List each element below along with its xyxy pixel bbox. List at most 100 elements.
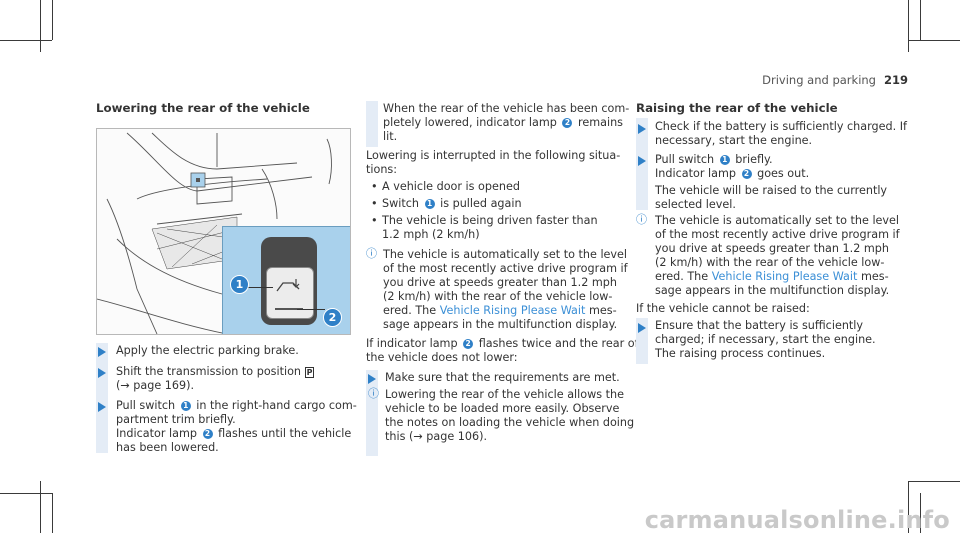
badge-2: 2 <box>202 429 213 439</box>
mid-note2-2: vehicle to be loaded more easily. Observ… <box>385 402 620 415</box>
mid-bullet-2-rest: is pulled again <box>440 197 522 210</box>
mid-bullet-3: The vehicle is being driven faster than <box>371 214 598 229</box>
cargo-drawing <box>97 132 332 334</box>
left-section-title: Lowering the rear of the vehicle <box>96 101 310 115</box>
vehicle-lower-icon <box>276 279 300 292</box>
step-arrow-icon <box>638 323 646 333</box>
mid-note1-6: sage appears in the multifunction displa… <box>383 318 618 331</box>
mid-intro-2a: pletely lowered, indicator lamp <box>383 116 557 129</box>
vehicle-rising-message: Vehicle Rising Please Wait <box>439 304 586 317</box>
badge-1: 1 <box>424 199 435 209</box>
mid-note1-1: The vehicle is automatically set to the … <box>383 248 628 261</box>
header-section: Driving and parking <box>762 73 876 87</box>
badge-1: 1 <box>719 155 730 165</box>
mid-intro-3: lit. <box>383 130 398 143</box>
crop-mark <box>908 481 909 533</box>
mid-flash-2: the vehicle does not lower: <box>366 351 518 364</box>
left-step-2-ref: (→ page 169). <box>116 379 195 392</box>
mid-note1-5b: mes- <box>588 304 617 317</box>
badge-2: 2 <box>562 118 573 128</box>
mid-intro-2b: remains <box>577 116 624 129</box>
mid-note2-3: the notes on loading the vehicle when do… <box>385 416 635 429</box>
left-step-3: Pull switch 1 in the right-hand cargo co… <box>116 399 357 414</box>
right-n1-4: (2 km/h) with the rear of the vehicle lo… <box>655 256 885 269</box>
page-number: 219 <box>883 73 908 87</box>
right-n1-6: sage appears in the multifunction displa… <box>655 284 890 297</box>
badge-2: 2 <box>741 169 752 179</box>
mid-interrupt-1: Lowering is interrupted in the following… <box>366 149 621 162</box>
mid-flash-1: If indicator lamp 2 flashes twice and th… <box>366 337 639 352</box>
callout-2: 2 <box>323 308 342 327</box>
step-arrow-icon <box>638 156 646 166</box>
mid-intro-1: When the rear of the vehicle has been co… <box>383 102 630 115</box>
mid-note1-5a: ered. The <box>383 304 437 317</box>
info-icon: ⓘ <box>368 387 379 400</box>
right-n1-5b: mes- <box>860 270 889 283</box>
callout-line-1 <box>243 287 273 288</box>
left-step-3-line4: has been lowered. <box>116 441 219 454</box>
left-step-3-text: Pull switch <box>116 399 176 412</box>
left-step-2-text: Shift the transmission to position <box>116 365 302 378</box>
mid-bullet-1: A vehicle door is opened <box>371 180 520 195</box>
mid-bullet-2: Switch 1 is pulled again <box>371 197 522 212</box>
mid-step-ensure: Make sure that the requirements are met. <box>385 371 620 384</box>
right-n1-3: you drive at speeds greater than 1.2 mph <box>655 242 889 255</box>
mid-note2-1: Lowering the rear of the vehicle allows … <box>385 388 625 401</box>
left-step-3-rest: in the right-hand cargo com- <box>196 399 357 412</box>
step-arrow-icon <box>368 374 376 384</box>
crop-mark <box>920 493 921 533</box>
step-arrow-icon <box>98 347 106 357</box>
gear-p-symbol: P <box>304 367 315 378</box>
right-s2-1b: briefly. <box>735 153 773 166</box>
right-s2-2: Indicator lamp 2 goes out. <box>655 167 809 182</box>
left-step-3-lamp: Indicator lamp <box>116 427 197 440</box>
crop-mark <box>908 40 960 41</box>
mid-flash-1a: If indicator lamp <box>366 337 458 350</box>
right-s1-2: necessary, start the engine. <box>655 134 813 147</box>
running-header: Driving and parking 219 <box>762 73 908 88</box>
crop-mark <box>920 0 921 40</box>
middle-step-bar <box>366 370 378 456</box>
watermark: carmanualsonline.info <box>644 505 950 534</box>
crop-mark <box>908 481 960 482</box>
right-s3-1: Ensure that the battery is sufficiently <box>655 319 864 332</box>
right-s3-3: The raising process continues. <box>655 347 826 360</box>
mid-bullet-2-text: Switch <box>382 197 419 210</box>
callout-line-2 <box>297 309 325 310</box>
mid-note2-4: this (→ page 106). <box>385 430 488 443</box>
mid-note1-5: ered. The Vehicle Rising Please Wait mes… <box>383 304 617 319</box>
mid-intro-2: pletely lowered, indicator lamp 2 remain… <box>383 116 623 131</box>
right-s3-2: charged; if necessary, start the engine. <box>655 333 876 346</box>
badge-1: 1 <box>180 401 191 411</box>
mid-note1-3: you drive at speeds greater than 1.2 mph <box>383 276 617 289</box>
crop-mark <box>0 40 52 41</box>
right-s2-4: selected level. <box>655 198 736 211</box>
step-arrow-icon <box>98 368 106 378</box>
vehicle-rising-message: Vehicle Rising Please Wait <box>711 270 858 283</box>
switch-face <box>266 267 314 319</box>
right-n1-1: The vehicle is automatically set to the … <box>655 214 900 227</box>
info-icon: ⓘ <box>366 247 377 260</box>
right-n1-5a: ered. The <box>655 270 709 283</box>
middle-intro-bar <box>366 101 378 147</box>
cargo-compartment-illustration: 1 2 <box>96 128 351 335</box>
right-s1-1: Check if the battery is sufficiently cha… <box>655 120 907 133</box>
mid-note1-2: of the most recently active drive progra… <box>383 262 628 275</box>
right-s2-1a: Pull switch <box>655 153 715 166</box>
badge-2: 2 <box>463 339 474 349</box>
step-arrow-icon <box>98 402 106 412</box>
mid-interrupt-2: tions: <box>366 163 398 176</box>
mid-bullet-3-line2: 1.2 mph (2 km/h) <box>382 228 480 241</box>
mid-note1-4: (2 km/h) with the rear of the vehicle lo… <box>383 290 613 303</box>
right-n1-5: ered. The Vehicle Rising Please Wait mes… <box>655 270 889 285</box>
left-step-3-line2: partment trim briefly. <box>116 413 236 426</box>
right-cannot: If the vehicle cannot be raised: <box>636 302 810 315</box>
crop-mark <box>0 493 52 494</box>
crop-mark <box>52 493 53 533</box>
right-s2-2a: Indicator lamp <box>655 167 736 180</box>
right-s2-1: Pull switch 1 briefly. <box>655 153 773 168</box>
crop-mark <box>52 0 53 40</box>
left-step-bar <box>96 343 108 453</box>
step-arrow-icon <box>638 124 646 134</box>
indicator-lamp <box>275 308 303 310</box>
